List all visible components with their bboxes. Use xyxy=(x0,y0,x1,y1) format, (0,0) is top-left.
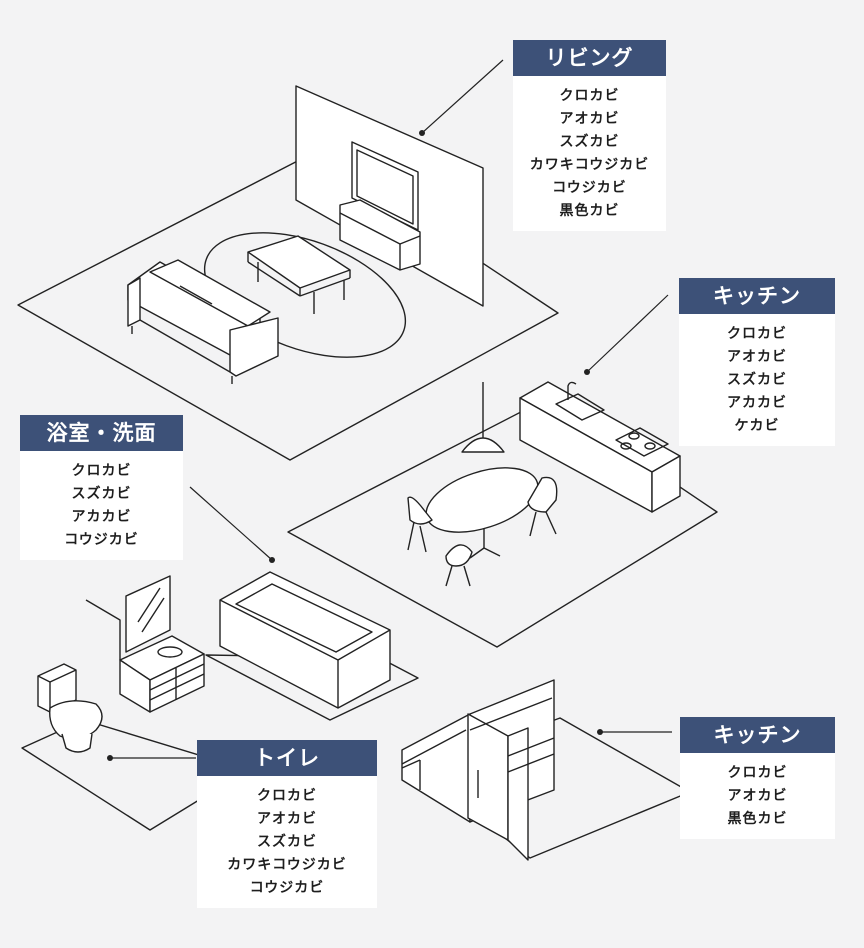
living-label-title: リビング xyxy=(513,40,666,76)
list-item: ケカビ xyxy=(734,418,780,434)
list-item: アカカビ xyxy=(727,395,787,411)
sink xyxy=(555,393,605,421)
list-item: アオカビ xyxy=(727,788,788,804)
bath-label-title: 浴室・洗面 xyxy=(20,415,183,451)
kitchen-storage-illustration xyxy=(401,679,691,861)
list-item: アオカビ xyxy=(257,811,317,827)
dining-table xyxy=(425,467,539,533)
pendant-lamp xyxy=(461,437,505,453)
list-item: クロカビ xyxy=(727,765,788,781)
list-item: スズカビ xyxy=(71,486,132,502)
list-item: コウジカビ xyxy=(552,180,627,196)
list-item: スズカビ xyxy=(257,834,317,850)
list-item: スズカビ xyxy=(559,134,620,150)
mirror xyxy=(125,575,171,653)
living-mold-list: クロカビ アオカビ スズカビ カワキコウジカビ コウジカビ 黒色カビ xyxy=(513,76,666,231)
kitchen-dining-label: キッチン クロカビ アオカビ スズカビ アカカビ ケカビ xyxy=(679,278,835,446)
kitchen-dining-illustration xyxy=(287,381,718,648)
toilet-label-title: トイレ xyxy=(197,740,377,776)
bath-illustration xyxy=(85,571,419,721)
kitchen-floor xyxy=(287,397,718,648)
toilet-illustration xyxy=(21,663,249,831)
toilet-bowl xyxy=(49,700,103,740)
television xyxy=(351,141,419,231)
kitchen-dining-mold-list: クロカビ アオカビ スズカビ アカカビ ケカビ xyxy=(679,314,835,446)
cabinet-side xyxy=(401,713,471,823)
living-floor xyxy=(17,151,559,461)
list-item: クロカビ xyxy=(727,326,787,342)
list-item: コウジカビ xyxy=(64,532,139,548)
list-item: 黒色カビ xyxy=(559,203,620,219)
rug xyxy=(203,232,407,358)
list-item: アオカビ xyxy=(559,111,620,127)
list-item: スズカビ xyxy=(727,372,787,388)
list-item: アカカビ xyxy=(71,509,132,525)
bath-mold-list: クロカビ スズカビ アカカビ コウジカビ xyxy=(20,451,183,560)
kitchen-storage-label: キッチン クロカビ アオカビ 黒色カビ xyxy=(680,717,835,839)
kitchen-storage-label-title: キッチン xyxy=(680,717,835,753)
toilet-tank xyxy=(37,663,77,713)
kitchen-storage-mold-list: クロカビ アオカビ 黒色カビ xyxy=(680,753,835,839)
faucet xyxy=(567,381,577,400)
list-item: クロカビ xyxy=(257,788,317,804)
list-item: クロカビ xyxy=(559,88,620,104)
list-item: コウジカビ xyxy=(249,880,325,896)
living-room-illustration xyxy=(17,85,559,461)
chair xyxy=(445,544,473,567)
list-item: クロカビ xyxy=(71,463,132,479)
fridge-door xyxy=(467,713,509,841)
stove xyxy=(615,427,669,457)
living-label: リビング クロカビ アオカビ スズカビ カワキコウジカビ コウジカビ 黒色カビ xyxy=(513,40,666,231)
toilet-mold-list: クロカビ アオカビ スズカビ カワキコウジカビ コウジカビ xyxy=(197,776,377,908)
leader-lines xyxy=(107,59,672,761)
coffee-table xyxy=(247,235,351,289)
list-item: カワキコウジカビ xyxy=(529,157,650,173)
list-item: アオカビ xyxy=(727,349,787,365)
list-item: カワキコウジカビ xyxy=(227,857,347,873)
bathtub xyxy=(219,571,391,709)
bath-label: 浴室・洗面 クロカビ スズカビ アカカビ コウジカビ xyxy=(20,415,183,560)
toilet-label: トイレ クロカビ アオカビ スズカビ カワキコウジカビ コウジカビ xyxy=(197,740,377,908)
list-item: 黒色カビ xyxy=(727,811,788,827)
kitchen-dining-label-title: キッチン xyxy=(679,278,835,314)
